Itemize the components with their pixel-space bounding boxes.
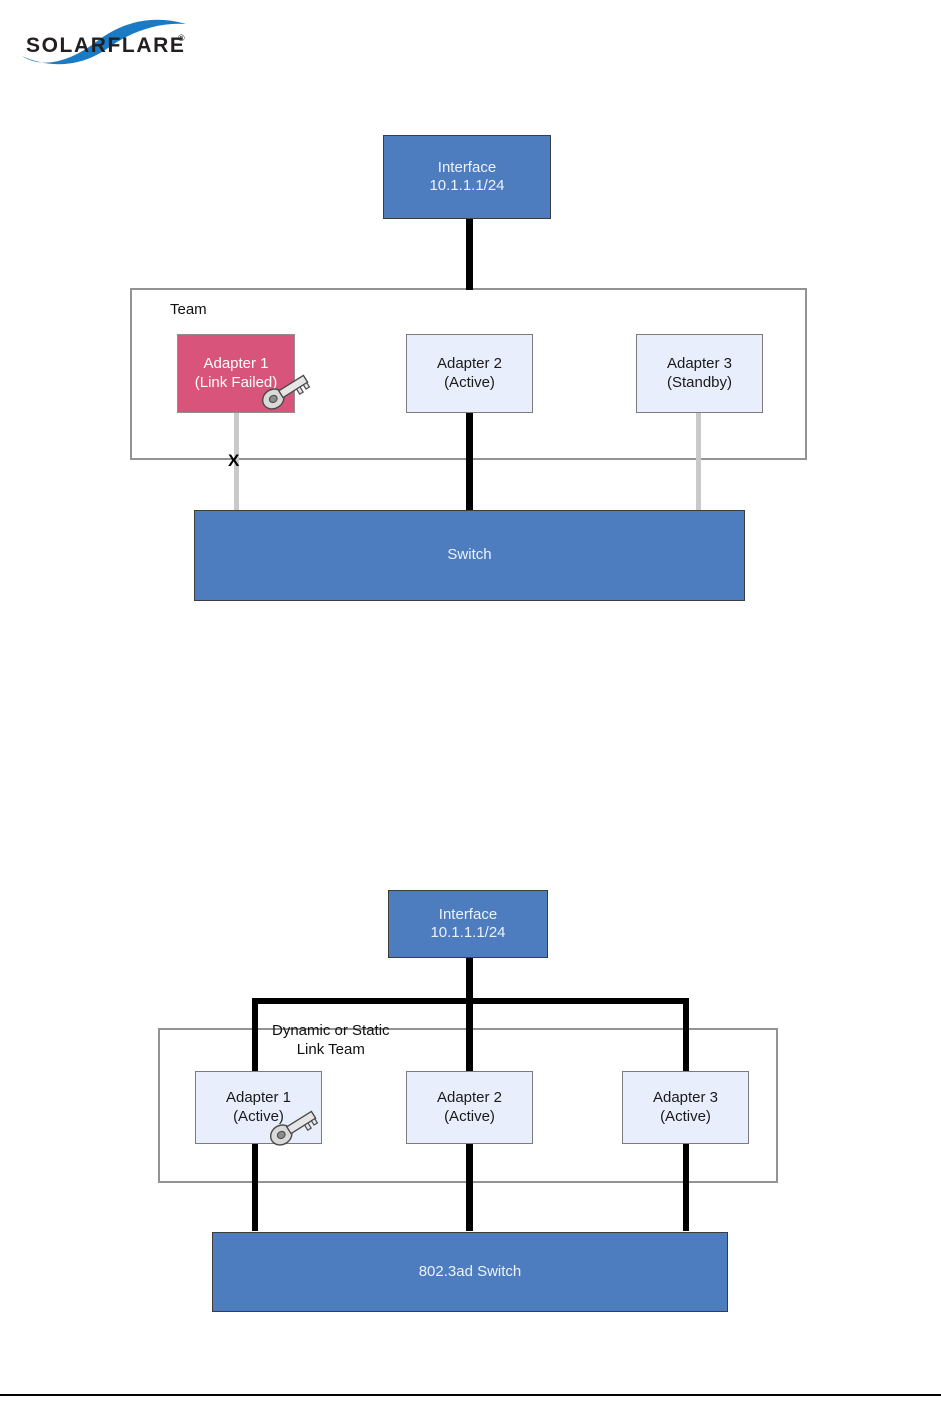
adapter-label-1-d1: Adapter 1(Link Failed)	[194, 355, 278, 391]
adapter-label-2-d1: Adapter 2(Active)	[436, 355, 503, 391]
adapter-node-2-d2: Adapter 2(Active)	[406, 1071, 533, 1144]
link-break-marker-d1: X	[228, 451, 240, 470]
switch-label-d2: 802.3ad Switch	[418, 1262, 522, 1280]
team-label-d1: Team	[170, 301, 207, 318]
trunk-interface-to-bus-d2	[466, 957, 473, 1002]
key-icon	[266, 1104, 322, 1150]
logo-wordmark: SOLARFLARE	[26, 34, 186, 57]
link-adapter2-d1	[466, 412, 473, 512]
adapter-node-1-d1: Adapter 1(Link Failed)	[177, 334, 295, 413]
link-adapter3-d1	[696, 412, 701, 512]
logo-swoosh-icon	[22, 19, 186, 65]
adapter-label-2-d2: Adapter 2(Active)	[436, 1089, 503, 1125]
footer-rule	[0, 1394, 941, 1396]
adapter-label-3-d1: Adapter 3(Standby)	[666, 355, 733, 391]
solarflare-logo: SOLARFLARE ®	[18, 12, 198, 70]
switch-label-d1: Switch	[447, 546, 492, 564]
adapter-node-3-d1: Adapter 3(Standby)	[636, 334, 763, 413]
switch-node-d2: 802.3ad Switch	[212, 1232, 728, 1312]
adapter-label-1-d2: Adapter 1(Active)	[225, 1089, 292, 1125]
adapter-node-1-d2: Adapter 1(Active)	[195, 1071, 322, 1144]
adapter-label-3-d2: Adapter 3(Active)	[652, 1089, 719, 1125]
link-adapter1-d1	[234, 412, 239, 512]
key-icon	[258, 368, 314, 414]
adapter-node-2-d1: Adapter 2(Active)	[406, 334, 533, 413]
registered-trademark-icon: ®	[178, 33, 185, 43]
switch-node-d1: Switch	[194, 510, 745, 601]
trunk-interface-to-adapter2-d1	[466, 218, 473, 290]
adapter-node-3-d2: Adapter 3(Active)	[622, 1071, 749, 1144]
team-label-d2: Dynamic or Static Link Team	[272, 1022, 390, 1058]
